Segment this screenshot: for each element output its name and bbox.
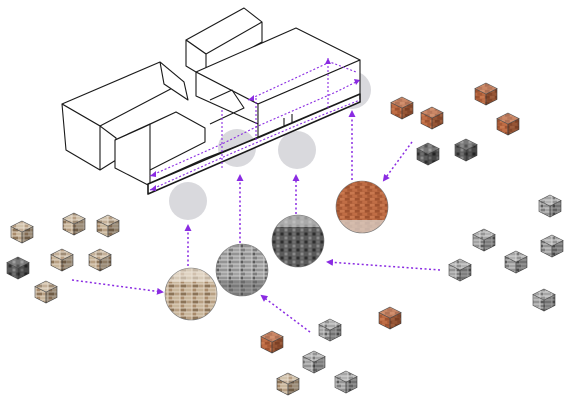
middle-block-front bbox=[115, 124, 150, 186]
material-cube-mixed bbox=[97, 215, 119, 237]
arrow-bottom-cluster-to-sample-2 bbox=[262, 296, 310, 332]
material-cube-mixed bbox=[35, 281, 57, 303]
material-cube-mixed bbox=[63, 213, 85, 235]
material-cube-brick bbox=[475, 83, 497, 105]
left-house-ridge bbox=[160, 62, 188, 100]
material-cube-dark bbox=[417, 143, 439, 165]
material-cube-mixed bbox=[277, 373, 299, 395]
material-cube-grey bbox=[335, 371, 357, 393]
material-cube-grey bbox=[539, 195, 561, 217]
material-cube-brick bbox=[497, 113, 519, 135]
arrow-top-cluster-to-sample-4 bbox=[384, 142, 412, 180]
material-cube-brick bbox=[379, 307, 401, 329]
material-cube-brick bbox=[391, 97, 413, 119]
back-block-top bbox=[186, 8, 262, 54]
material-cube-mixed bbox=[51, 249, 73, 271]
material-sample-mixed-rubble bbox=[165, 268, 217, 320]
arrow-right-cluster-to-sample-3 bbox=[328, 262, 440, 270]
material-sample-grey-stone bbox=[216, 244, 268, 296]
material-cube-mixed bbox=[89, 249, 111, 271]
material-sample-brick bbox=[336, 181, 388, 234]
guide-arrowhead bbox=[150, 171, 156, 177]
highlight-zone-3 bbox=[278, 131, 316, 169]
material-cube-mixed bbox=[11, 221, 33, 243]
material-cube-dark bbox=[7, 257, 29, 279]
material-cube-grey bbox=[449, 259, 471, 281]
material-cube-grey bbox=[303, 351, 325, 373]
material-cube-grey bbox=[473, 229, 495, 251]
material-cube-grey bbox=[533, 289, 555, 311]
material-cube-grey bbox=[541, 235, 563, 257]
material-cube-grey bbox=[505, 251, 527, 273]
material-sample-grey-wall bbox=[272, 215, 324, 267]
material-cube-brick bbox=[421, 107, 443, 129]
material-cube-dark bbox=[455, 139, 477, 161]
highlight-zone-1 bbox=[169, 182, 207, 220]
material-cube-brick bbox=[261, 331, 283, 353]
left-house-gable bbox=[100, 126, 116, 170]
material-cube-grey bbox=[319, 319, 341, 341]
arrow-left-cluster-to-sample-1 bbox=[72, 280, 162, 292]
